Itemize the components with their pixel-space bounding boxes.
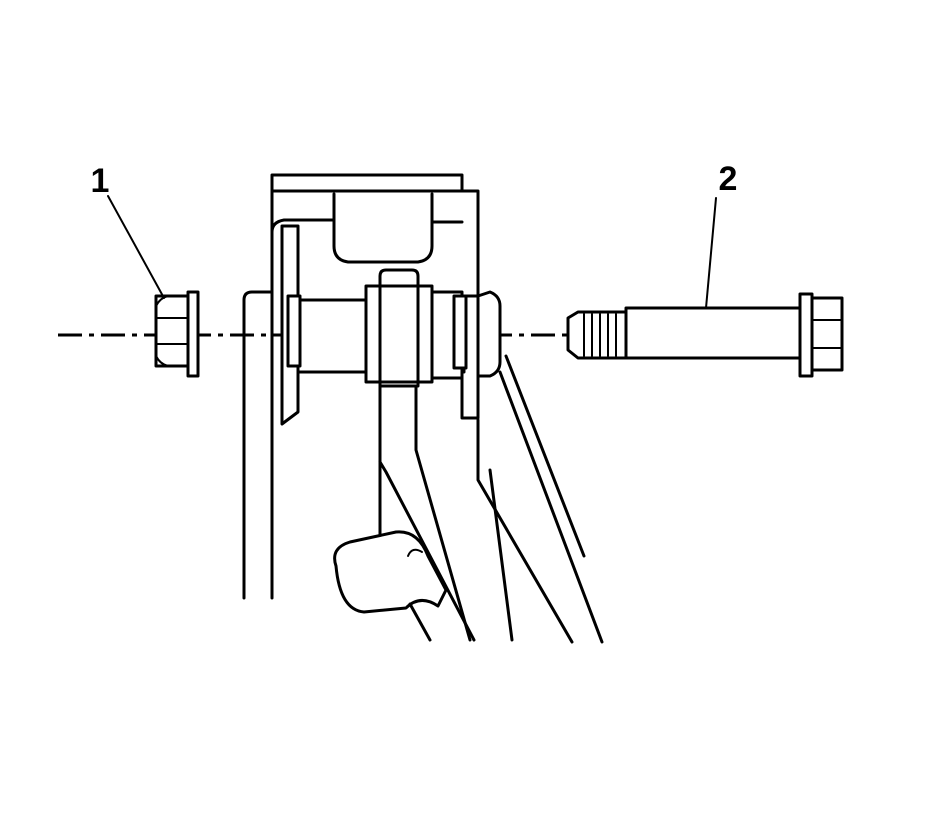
callout-1-label: 1 <box>91 162 110 200</box>
callout-2: 2 <box>705 160 738 309</box>
callout-1-leader-line <box>107 195 165 299</box>
bracket-rails <box>476 354 604 644</box>
mounting-bracket <box>242 173 480 600</box>
pedal-arm <box>364 268 476 642</box>
callout-2-leader-line <box>705 197 717 309</box>
pedal-clip <box>333 530 448 642</box>
callout-1: 1 <box>91 162 165 299</box>
callout-2-label: 2 <box>719 160 738 198</box>
nut <box>154 290 200 378</box>
bolt <box>566 292 844 378</box>
